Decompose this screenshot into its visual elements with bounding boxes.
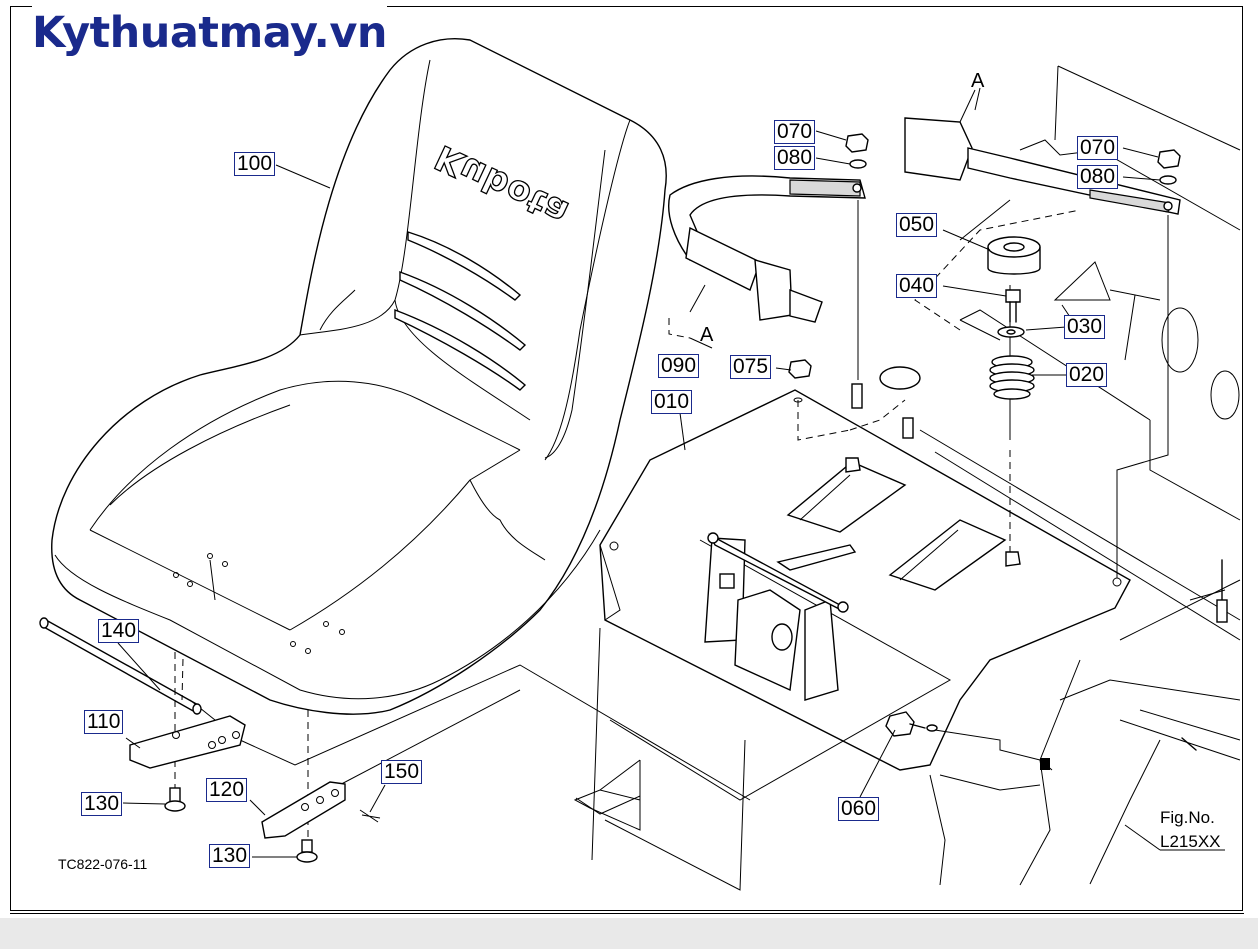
fasteners [39,133,1181,863]
callout-050: 050 [896,213,938,237]
callout-020: 020 [1066,363,1108,387]
frame-bottom-rule [10,913,1244,914]
site-brand-watermark: Kythuatmay.vn [32,6,388,60]
spring [989,355,1035,400]
callout-060: 060 [838,797,880,821]
callout-075: 075 [730,355,772,379]
figure-number-label: Fig.No. [1160,808,1215,827]
callout-010: 010 [651,390,693,414]
tractor-body-outline [919,65,1241,886]
drawing-code: TC822-076-11 [58,856,148,872]
callout-leaders [117,87,1225,858]
callout-080-right: 080 [1077,165,1119,189]
seat-belt-right [904,89,1181,215]
seat-belt-left [668,175,866,323]
callout-100: 100 [234,152,276,176]
callout-030: 030 [1064,315,1106,339]
figure-number-code: L215XX [1160,832,1221,851]
exploded-parts-drawing [39,38,1241,891]
callout-120: 120 [206,778,248,802]
callout-140: 140 [98,619,140,643]
seat [51,38,667,715]
callout-130-left: 130 [81,792,123,816]
callout-070-left: 070 [774,120,816,144]
callout-130-right: 130 [209,844,251,868]
callout-070-right: 070 [1077,136,1119,160]
belt-marker-left: A [700,324,714,346]
drawing-frame [10,6,1243,911]
seat-plate [573,366,1131,891]
callout-040: 040 [896,274,938,298]
callout-150: 150 [381,760,423,784]
callout-090: 090 [658,354,700,378]
diagram-sheet: Kythuatmay.vn Kubota 100 070 080 070 080… [0,0,1258,918]
callout-110: 110 [84,710,124,734]
belt-marker-right: A [971,70,985,92]
callout-080-left: 080 [774,146,816,170]
